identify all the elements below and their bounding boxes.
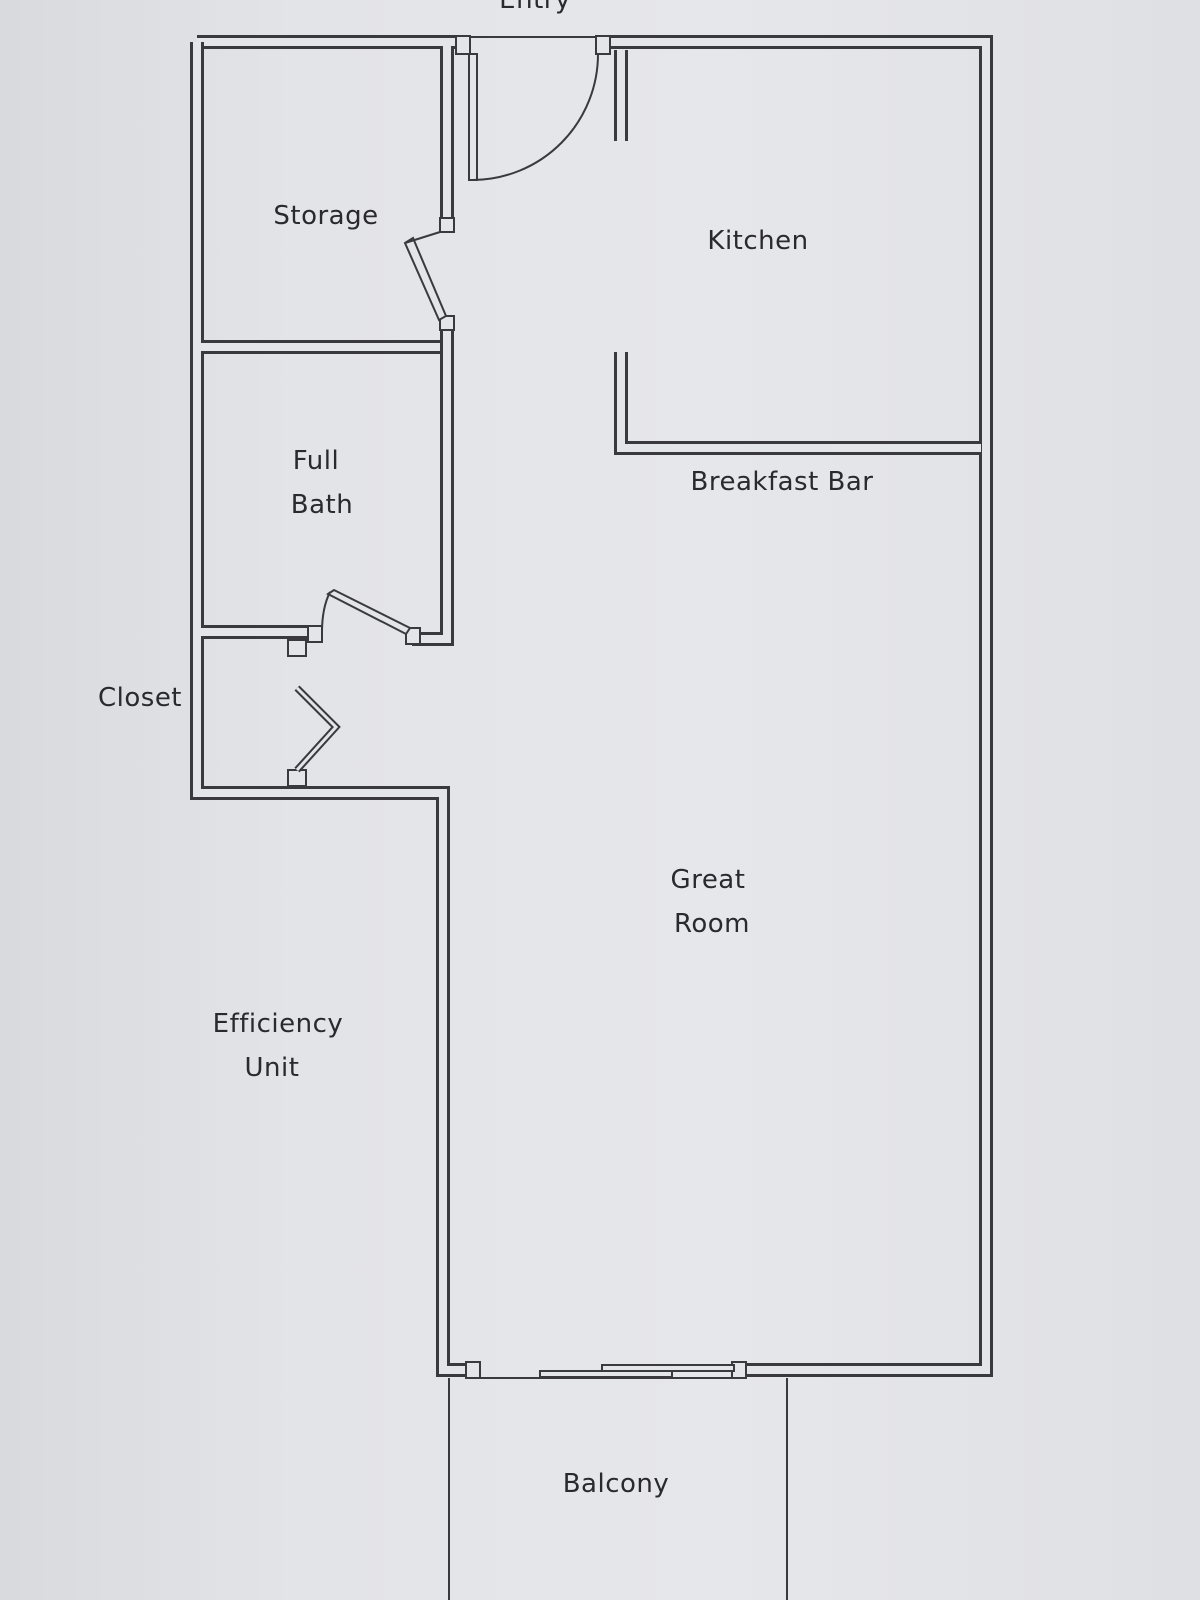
label-efficiency-unit-line1: Efficiency: [212, 1009, 344, 1039]
label-kitchen: Kitchen: [707, 226, 809, 256]
label-great-room: Great Room: [652, 858, 772, 946]
balcony-outline: [448, 1378, 788, 1600]
label-great-room-line2: Room: [673, 909, 751, 939]
label-efficiency-unit-line2: Unit: [244, 1053, 300, 1083]
label-balcony: Balcony: [562, 1469, 670, 1499]
balcony-sliding-door: [480, 1364, 735, 1379]
interior-walls: [201, 46, 981, 646]
label-efficiency-unit: Efficiency Unit: [194, 1002, 362, 1090]
label-great-room-line1: Great: [670, 865, 746, 895]
door-jambs: [287, 35, 747, 1379]
bath-door: [321, 588, 412, 636]
label-entry: Entry: [499, 0, 571, 15]
label-breakfast-bar: Breakfast Bar: [690, 467, 874, 497]
label-storage: Storage: [273, 201, 379, 231]
label-closet: Closet: [97, 683, 183, 713]
entry-door: [468, 36, 599, 181]
label-full-bath-line2: Bath: [290, 490, 354, 520]
closet-bifold-door: [294, 685, 341, 773]
outer-walls: [190, 35, 993, 1377]
label-full-bath: Full Bath: [260, 439, 380, 527]
label-full-bath-line1: Full: [292, 446, 340, 476]
storage-door: [403, 231, 448, 322]
